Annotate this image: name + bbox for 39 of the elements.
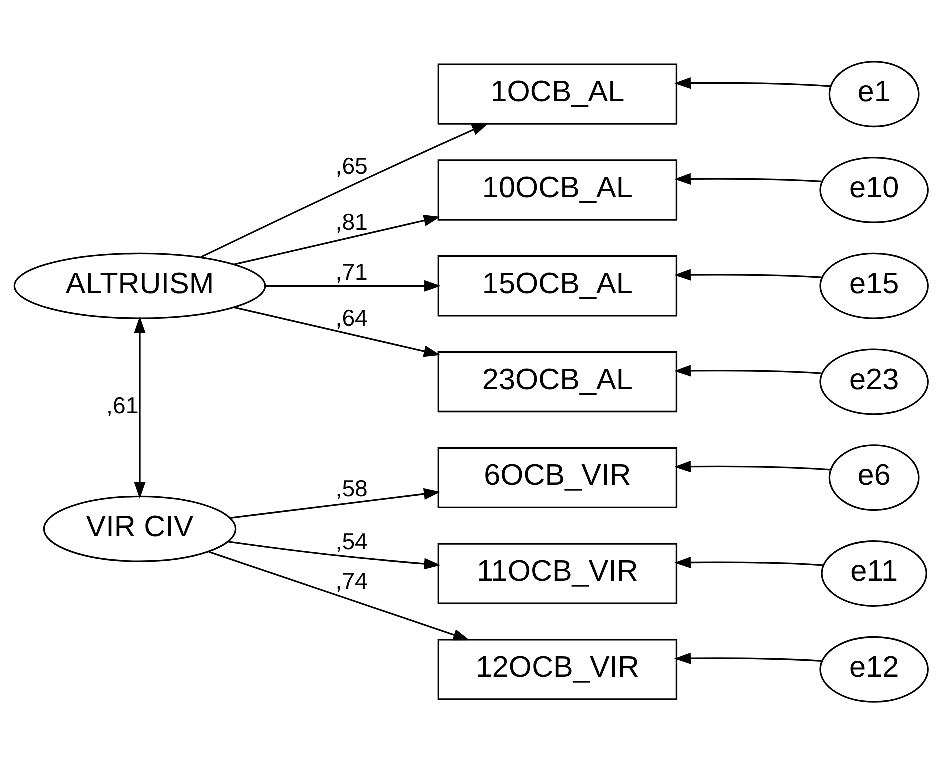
edge-label: ,74: [336, 567, 368, 594]
node-box: 10OCB_AL: [438, 159, 678, 220]
arrow: [230, 488, 441, 518]
arrow: [265, 280, 442, 292]
arrow: [674, 460, 830, 472]
arrow: [674, 77, 830, 89]
node-ellipse: e12: [820, 636, 929, 702]
edge-label: ,65: [336, 152, 368, 179]
arrow: [208, 550, 470, 640]
arrow: [200, 122, 489, 258]
node-ellipse: e11: [821, 540, 928, 606]
edge-label: ,71: [336, 258, 368, 284]
node-ellipse: VIR CIV: [43, 495, 237, 562]
arrow: [674, 268, 822, 280]
node-ellipse: e10: [820, 156, 929, 223]
arrow: [234, 306, 441, 357]
edge-label: ,54: [336, 528, 368, 554]
edge-label: ,58: [336, 474, 368, 501]
arrow: [674, 556, 824, 568]
arrow: [228, 540, 441, 570]
arrow: [674, 364, 822, 376]
node-box: 11OCB_VIR: [438, 542, 678, 604]
edge-label: ,81: [336, 208, 368, 235]
node-ellipse: e6: [828, 444, 920, 511]
arrow: [674, 172, 822, 184]
node-box: 1OCB_AL: [438, 63, 678, 124]
node-box: 23OCB_AL: [438, 350, 678, 412]
node-box: 15OCB_AL: [438, 255, 678, 316]
node-ellipse: e15: [820, 252, 929, 319]
arrow: [134, 316, 146, 498]
node-ellipse: ALTRUISM: [14, 252, 266, 319]
edge-label: ,61: [106, 392, 139, 418]
edge-label: ,64: [336, 304, 368, 331]
arrow: [674, 652, 822, 664]
node-box: 6OCB_VIR: [438, 446, 678, 508]
node-ellipse: e1: [828, 60, 920, 128]
arrow: [234, 214, 441, 265]
node-box: 12OCB_VIR: [438, 638, 678, 700]
node-ellipse: e23: [820, 348, 929, 415]
